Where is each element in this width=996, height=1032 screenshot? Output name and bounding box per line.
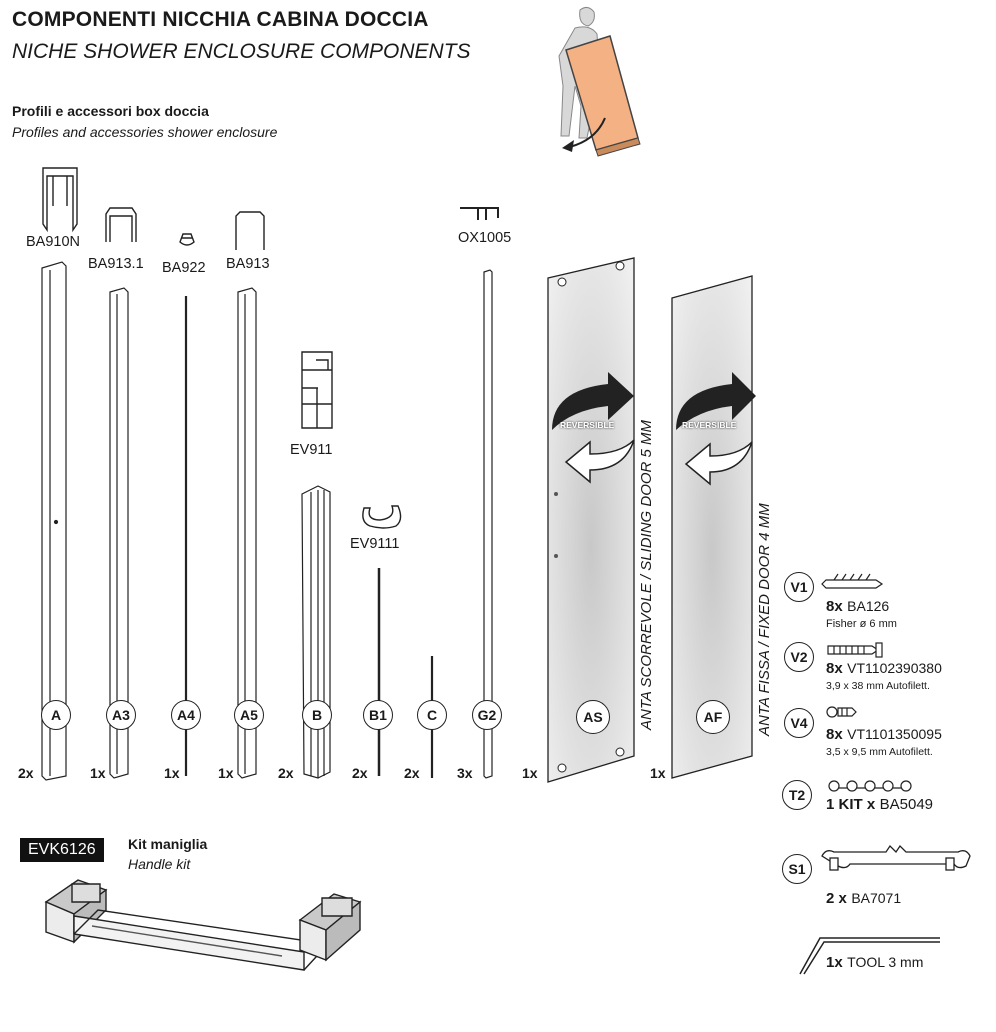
part-letter-a3: A3 [106,700,136,730]
qty-b: 2x [278,765,294,781]
profile-ba910n-icon [42,167,78,233]
qty-af: 1x [650,765,666,781]
reversible-label-fixed: REVERSIBLE [682,420,737,430]
bar-a3 [109,287,129,779]
section-subtitle: Profiles and accessories shower enclosur… [12,124,278,140]
bar-a [41,261,67,781]
acc-v1-note: Fisher ø 6 mm [826,618,897,630]
part-letter-b1: B1 [363,700,393,730]
handle-kit-icon [44,879,362,971]
allen-key-icon [799,937,940,975]
part-letter-g2: G2 [472,700,502,730]
qty-a3: 1x [90,765,106,781]
acc-v4-code: VT1101350095 [847,726,942,742]
profile-ev911-icon [301,351,333,429]
code-ba922: BA922 [162,260,206,276]
section-title: Profili e accessori box doccia [12,103,209,119]
qty-a5: 1x [218,765,234,781]
acc-id-v4: V4 [784,708,814,738]
profile-ev9111-icon [362,505,402,529]
code-ev911: EV911 [290,442,333,458]
qty-a: 2x [18,765,34,781]
acc-v1-code: BA126 [847,598,890,614]
washer-kit-icon [828,780,912,792]
acc-t2-code: BA5049 [879,796,934,813]
bar-b [301,485,331,779]
acc-v4-qty: 8x [826,726,843,743]
bracket-icon [821,844,971,871]
anchor-plug-icon [821,573,884,589]
bar-a5 [237,287,257,779]
acc-t2-qty: 1 KIT x [826,796,876,813]
sliding-door-panel [547,257,635,783]
profile-ba922-icon [179,233,195,246]
screw-long-icon [827,642,883,658]
handle-kit-title: Kit maniglia [128,836,208,852]
acc-v4: 8x VT1101350095 [826,726,942,744]
profile-ba913-icon [235,211,265,250]
acc-id-v2: V2 [784,642,814,672]
acc-v2-code: VT1102390380 [847,660,942,676]
qty-g2: 3x [457,765,473,781]
part-letter-b: B [302,700,332,730]
part-letter-a5: A5 [234,700,264,730]
profile-ox1005-icon [460,207,499,220]
page-subtitle: NICHE SHOWER ENCLOSURE COMPONENTS [12,40,471,63]
acc-id-v1: V1 [784,572,814,602]
acc-s1: 2 x BA7071 [826,890,901,908]
fixed-door-panel [671,275,756,779]
part-letter-as: AS [576,700,610,734]
tool-line: 1x TOOL 3 mm [826,954,923,972]
qty-c: 2x [404,765,420,781]
part-letter-a4: A4 [171,700,201,730]
acc-id-s1: S1 [782,854,812,884]
part-letter-a: A [41,700,71,730]
acc-v1: 8x BA126 [826,598,889,616]
code-ba9131: BA913.1 [88,256,144,272]
screw-short-icon [826,706,857,718]
carry-person-icon [558,6,641,157]
acc-id-t2: T2 [782,780,812,810]
profile-ba9131-icon [105,207,137,242]
acc-v4-note: 3,5 x 9,5 mm Autofilett. [826,746,933,758]
acc-v2-note: 3,9 x 38 mm Autofilett. [826,680,930,692]
page-title: COMPONENTI NICCHIA CABINA DOCCIA [12,8,429,31]
acc-v1-qty: 8x [826,598,843,615]
acc-s1-qty: 2 x [826,890,847,907]
code-ba913: BA913 [226,256,270,272]
tool-label: TOOL 3 mm [847,954,924,970]
acc-v2: 8x VT1102390380 [826,660,942,678]
acc-s1-code: BA7071 [851,890,902,906]
qty-b1: 2x [352,765,368,781]
tool-qty: 1x [826,954,843,971]
handle-kit-code: EVK6126 [20,838,104,862]
code-ba910n: BA910N [26,234,81,250]
acc-v2-qty: 8x [826,660,843,677]
bar-g2 [483,269,493,779]
fixed-door-label: ANTA FISSA / FIXED DOOR 4 MM [756,503,773,736]
acc-t2: 1 KIT x BA5049 [826,796,933,814]
qty-as: 1x [522,765,538,781]
qty-a4: 1x [164,765,180,781]
reversible-label-sliding: REVERSIBLE [560,420,615,430]
code-ev9111: EV9111 [350,536,400,552]
handle-kit-subtitle: Handle kit [128,856,191,872]
sliding-door-label: ANTA SCORREVOLE / SLIDING DOOR 5 MM [638,419,655,730]
code-ox1005: OX1005 [458,230,512,246]
part-letter-c: C [417,700,447,730]
part-letter-af: AF [696,700,730,734]
